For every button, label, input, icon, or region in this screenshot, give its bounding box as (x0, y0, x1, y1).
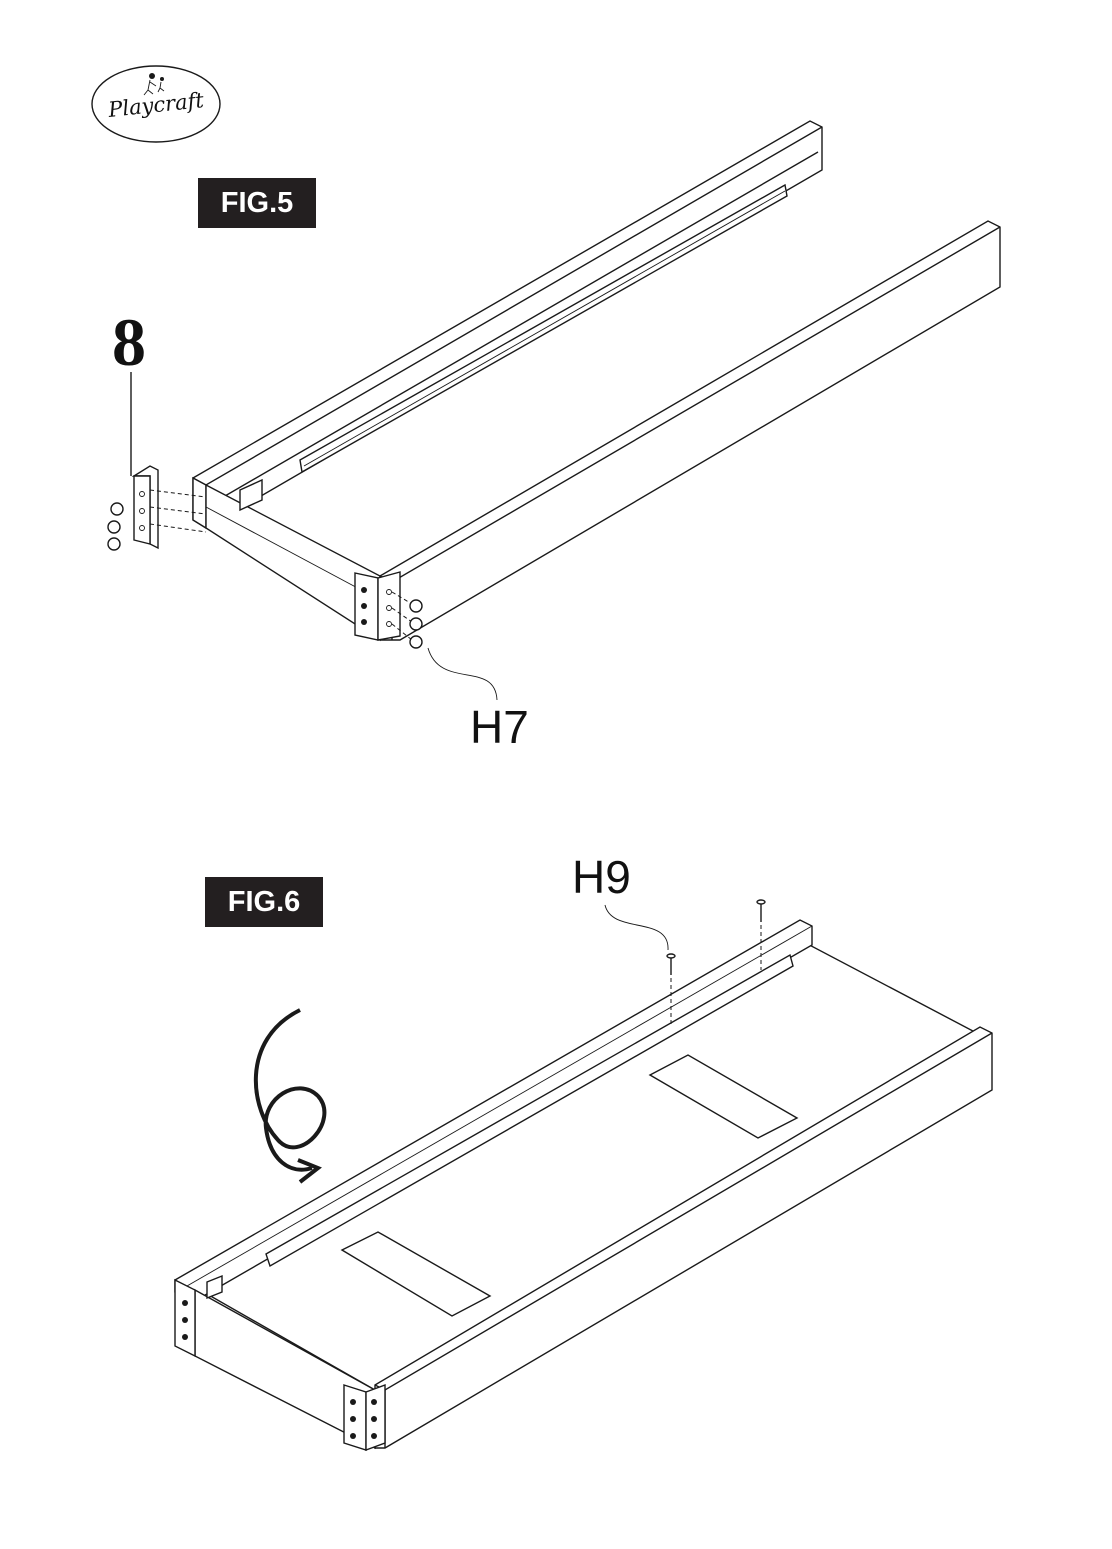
logo-text: Playcraft (89, 86, 223, 124)
bracket-8-icon (108, 372, 206, 550)
playcraft-logo: Playcraft (90, 65, 222, 143)
h7-label: H7 (470, 702, 529, 752)
h9-label: H9 (572, 852, 631, 902)
flip-arrow-icon (256, 1010, 325, 1182)
fig6-label: FIG.6 (205, 877, 323, 927)
part-8-label: 8 (112, 308, 146, 376)
fig6-frame-drawing (175, 900, 992, 1450)
fig5-label: FIG.5 (198, 178, 316, 228)
